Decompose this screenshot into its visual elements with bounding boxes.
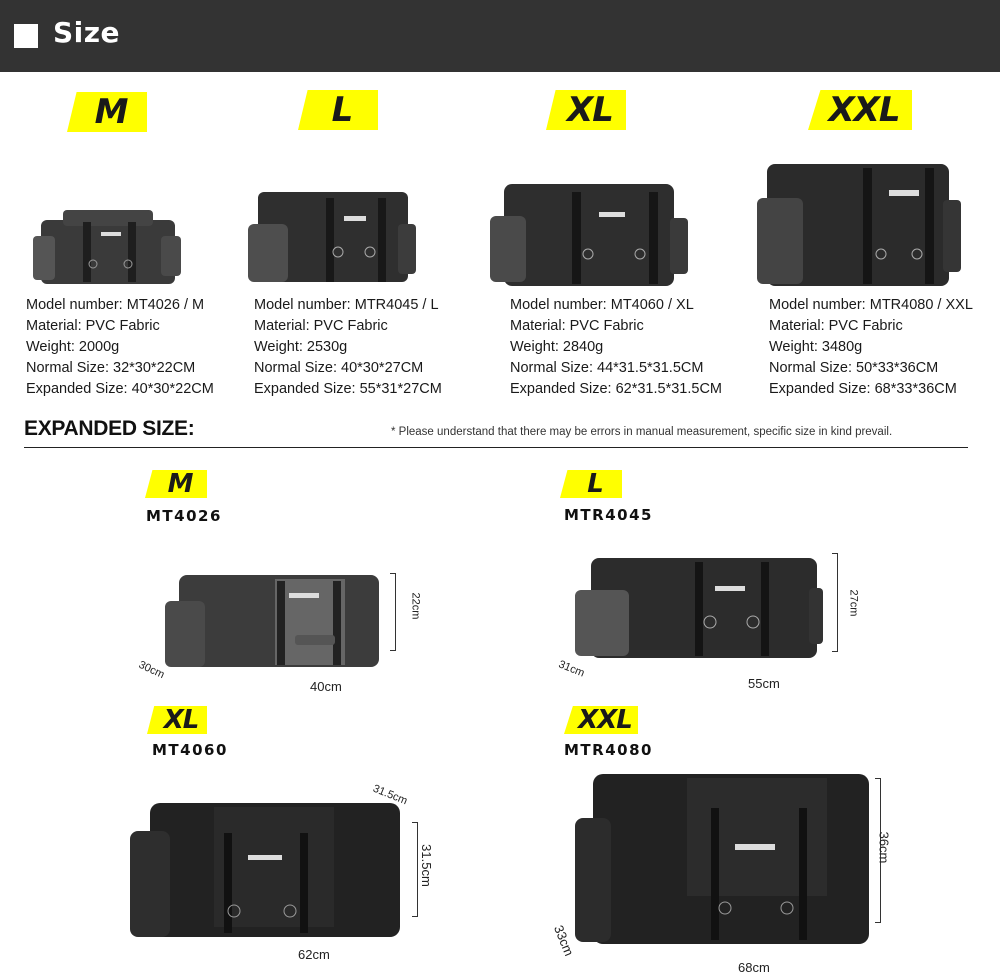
- spec-model-number: Model number: MT4026 / M: [26, 297, 205, 313]
- size-tag-xxl: XXL: [808, 90, 912, 130]
- length-label-xxl: 68cm: [738, 960, 770, 975]
- spec-weight: Weight: 3480g: [769, 339, 863, 355]
- spec-weight: Weight: 2840g: [510, 339, 604, 355]
- expanded-bag-image-xl: [130, 793, 410, 941]
- height-line: [875, 778, 881, 923]
- height-label-m: 22cm: [409, 592, 422, 620]
- spec-normal-size: Normal Size: 32*30*22CM: [26, 360, 196, 376]
- height-line: [390, 573, 396, 651]
- height-label-xl: 31.5cm: [418, 844, 434, 887]
- spec-model-number: Model number: MTR4045 / L: [254, 297, 439, 313]
- spec-material: Material: PVC Fabric: [254, 318, 388, 334]
- expanded-tag-m: M: [145, 470, 207, 498]
- expanded-model-xxl: MTR4080: [564, 741, 653, 759]
- divider: [24, 447, 968, 448]
- spec-model-number: Model number: MTR4080 / XXL: [769, 297, 973, 313]
- specs-l: Model number: MTR4045 / L Material: PVC …: [254, 295, 442, 400]
- expanded-tag-l: L: [560, 470, 622, 498]
- spec-material: Material: PVC Fabric: [510, 318, 644, 334]
- white-square-icon: [14, 24, 38, 48]
- bag-image-l: [247, 178, 419, 286]
- depth-label-xxl: 33cm: [550, 922, 577, 959]
- length-label-xl: 62cm: [298, 947, 330, 962]
- spec-expanded-size: Expanded Size: 68*33*36CM: [769, 381, 957, 397]
- depth-label-m: 30cm: [136, 658, 167, 682]
- spec-normal-size: Normal Size: 40*30*27CM: [254, 360, 424, 376]
- height-label-l: 27cm: [847, 589, 860, 617]
- bag-image-xl: [484, 166, 690, 288]
- bag-image-xxl: [753, 150, 963, 290]
- spec-expanded-size: Expanded Size: 55*31*27CM: [254, 381, 442, 397]
- spec-weight: Weight: 2530g: [254, 339, 348, 355]
- spec-expanded-size: Expanded Size: 62*31.5*31.5CM: [510, 381, 723, 397]
- length-label-l: 55cm: [748, 676, 780, 691]
- expanded-tag-xl: XL: [147, 706, 207, 734]
- specs-m: Model number: MT4026 / M Material: PVC F…: [26, 295, 214, 400]
- expanded-model-xl: MT4060: [152, 741, 228, 759]
- expanded-size-title: EXPANDED SIZE:: [24, 417, 195, 440]
- expanded-model-m: MT4026: [146, 507, 222, 525]
- size-tag-xl: XL: [546, 90, 626, 130]
- expanded-bag-image-xxl: [575, 768, 875, 948]
- height-line: [832, 553, 838, 652]
- expanded-bag-image-l: [575, 540, 825, 662]
- length-label-m: 40cm: [310, 679, 342, 694]
- expanded-bag-image-m: [165, 545, 385, 670]
- spec-normal-size: Normal Size: 50*33*36CM: [769, 360, 939, 376]
- height-line: [412, 822, 418, 917]
- expanded-model-l: MTR4045: [564, 506, 653, 524]
- specs-xl: Model number: MT4060 / XL Material: PVC …: [510, 295, 722, 400]
- spec-weight: Weight: 2000g: [26, 339, 120, 355]
- size-tag-l: L: [298, 90, 378, 130]
- measurement-note: * Please understand that there may be er…: [391, 426, 893, 438]
- section-title: Size: [53, 16, 121, 49]
- height-label-xxl: 36cm: [876, 831, 892, 864]
- specs-xxl: Model number: MTR4080 / XXL Material: PV…: [769, 295, 973, 400]
- spec-material: Material: PVC Fabric: [769, 318, 903, 334]
- section-header: Size: [0, 0, 1000, 72]
- size-tag-m: M: [67, 92, 147, 132]
- bag-image-m: [32, 198, 184, 288]
- spec-expanded-size: Expanded Size: 40*30*22CM: [26, 381, 214, 397]
- expanded-tag-xxl: XXL: [564, 706, 638, 734]
- spec-material: Material: PVC Fabric: [26, 318, 160, 334]
- spec-model-number: Model number: MT4060 / XL: [510, 297, 694, 313]
- spec-normal-size: Normal Size: 44*31.5*31.5CM: [510, 360, 704, 376]
